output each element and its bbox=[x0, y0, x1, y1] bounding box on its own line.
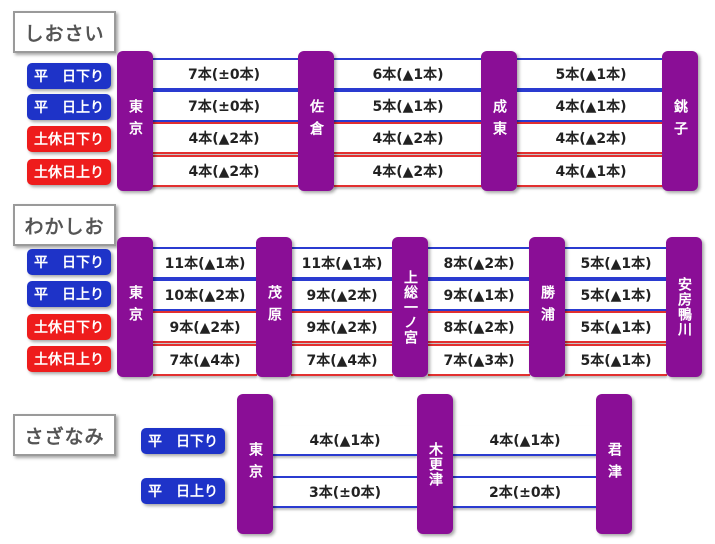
station-naruto: 成東 bbox=[481, 51, 517, 191]
segment-cell: 7本(±0本) bbox=[150, 58, 298, 90]
station-sakura: 佐倉 bbox=[298, 51, 334, 191]
segment-cell: 10本(▲2本) bbox=[153, 279, 257, 311]
section-title-wakashio: わかしお bbox=[13, 204, 116, 246]
row-label-weekday-down: 平 日下り bbox=[27, 249, 111, 275]
segment-cell: 5本(▲1本) bbox=[517, 58, 665, 90]
segment-cell: 7本(▲4本) bbox=[291, 344, 393, 376]
segment-cell: 4本(▲2本) bbox=[517, 122, 665, 154]
station-tokyo: 東京 bbox=[237, 394, 273, 534]
station-kazusa-ichinomiya: 上総一ノ宮 bbox=[392, 237, 428, 377]
row-label-holiday-down: 土休日下り bbox=[27, 126, 111, 152]
segment-cell: 7本(▲4本) bbox=[153, 344, 257, 376]
segment-cell: 4本(▲1本) bbox=[517, 90, 665, 122]
station-choshi: 銚子 bbox=[662, 51, 698, 191]
section-title-shiosai: しおさい bbox=[13, 11, 116, 53]
segment-cell: 4本(▲1本) bbox=[273, 426, 417, 456]
segment-cell: 3本(±0本) bbox=[273, 476, 417, 508]
station-kimitsu: 君津 bbox=[596, 394, 632, 534]
row-label-weekday-up: 平 日上り bbox=[141, 478, 225, 504]
station-mobara: 茂原 bbox=[256, 237, 292, 377]
segment-cell: 4本(▲2本) bbox=[150, 122, 298, 154]
row-label-holiday-up: 土休日上り bbox=[27, 346, 111, 372]
segment-cell: 2本(±0本) bbox=[453, 476, 597, 508]
station-kisarazu: 木更津 bbox=[417, 394, 453, 534]
segment-cell: 5本(▲1本) bbox=[565, 279, 667, 311]
row-label-weekday-up: 平 日上り bbox=[27, 94, 111, 120]
row-label-weekday-up: 平 日上り bbox=[27, 281, 111, 307]
segment-cell: 4本(▲2本) bbox=[334, 155, 482, 187]
row-label-holiday-down: 土休日下り bbox=[27, 314, 111, 340]
station-katsuura: 勝浦 bbox=[529, 237, 565, 377]
segment-cell: 5本(▲1本) bbox=[565, 311, 667, 343]
station-tokyo: 東京 bbox=[117, 51, 153, 191]
segment-cell: 4本(▲1本) bbox=[453, 426, 597, 456]
section-title-sazanami: さざなみ bbox=[13, 414, 116, 456]
segment-cell: 11本(▲1本) bbox=[153, 247, 257, 279]
row-label-holiday-up: 土休日上り bbox=[27, 159, 111, 185]
station-tokyo: 東京 bbox=[117, 237, 153, 377]
segment-cell: 6本(▲1本) bbox=[334, 58, 482, 90]
station-awa-kamogawa: 安房鴨川 bbox=[666, 237, 702, 377]
row-label-weekday-down: 平 日下り bbox=[141, 428, 225, 454]
segment-cell: 9本(▲2本) bbox=[153, 311, 257, 343]
segment-cell: 4本(▲2本) bbox=[150, 155, 298, 187]
segment-cell: 4本(▲1本) bbox=[517, 155, 665, 187]
segment-cell: 9本(▲2本) bbox=[291, 279, 393, 311]
segment-cell: 5本(▲1本) bbox=[334, 90, 482, 122]
segment-cell: 7本(±0本) bbox=[150, 90, 298, 122]
segment-cell: 8本(▲2本) bbox=[428, 247, 530, 279]
segment-cell: 9本(▲2本) bbox=[291, 311, 393, 343]
segment-cell: 8本(▲2本) bbox=[428, 311, 530, 343]
segment-cell: 4本(▲2本) bbox=[334, 122, 482, 154]
segment-cell: 11本(▲1本) bbox=[291, 247, 393, 279]
segment-cell: 5本(▲1本) bbox=[565, 344, 667, 376]
row-label-weekday-down: 平 日下り bbox=[27, 63, 111, 89]
segment-cell: 9本(▲1本) bbox=[428, 279, 530, 311]
segment-cell: 5本(▲1本) bbox=[565, 247, 667, 279]
segment-cell: 7本(▲3本) bbox=[428, 344, 530, 376]
